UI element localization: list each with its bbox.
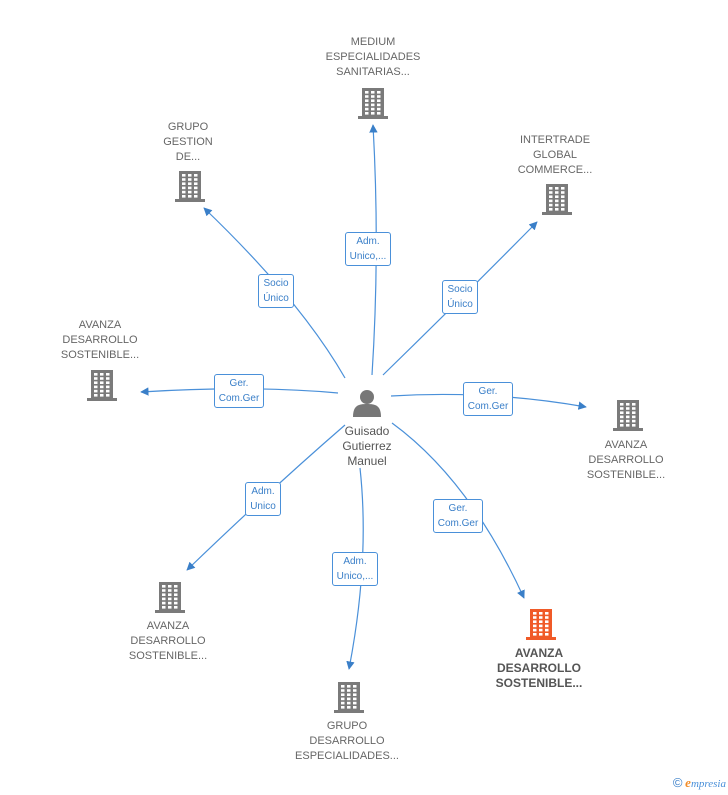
edge-line [391,422,525,599]
company-name-line: DESARROLLO [130,635,206,647]
empresia-watermark: © empresia [673,775,726,791]
company-name-line: SOSTENIBLE... [586,469,666,481]
relation-label-line: Com.Ger [467,401,509,412]
brand-name: mpresia [690,778,726,790]
relation-label-line: Unico,... [336,571,374,582]
brand-initial: e [685,775,691,790]
company-name-line: ESPECIALIDADES... [295,750,399,762]
person-name-line: Gutierrez [342,439,392,453]
building-icon[interactable] [334,682,364,713]
company-name-line: INTERTRADE [519,134,591,146]
relation-label-line: Unico [250,501,276,512]
relation-label[interactable]: Adm. Unico,... [331,552,379,586]
company-name[interactable]: MEDIUM ESPECIALIDADES SANITARIAS... [313,35,433,80]
building-icon[interactable] [526,609,556,640]
company-name-line: SOSTENIBLE... [495,676,583,690]
relation-label-line: Único [447,299,473,310]
company-name[interactable]: AVANZA DESARROLLO SOSTENIBLE... [108,619,228,664]
company-name[interactable]: GRUPO GESTION DE... [128,120,248,165]
building-icon[interactable] [542,184,572,215]
relation-label[interactable]: Adm. Unico,... [344,232,392,266]
company-name-line: GLOBAL [532,149,578,161]
relation-label-line: Socio [263,278,289,289]
company-name-line: DE... [175,151,201,163]
person-name-line: Guisado [344,424,390,438]
relation-label[interactable]: Ger. Com.Ger [432,499,484,533]
company-name-line: ESPECIALIDADES [325,51,421,63]
building-icon[interactable] [358,88,388,119]
company-name-line: DESARROLLO [588,454,664,466]
building-icon[interactable] [87,370,117,401]
relation-label-line: Único [263,293,289,304]
company-name-line: SOSTENIBLE... [128,650,208,662]
person-icon[interactable] [353,390,381,417]
company-name-line: GESTION [163,136,213,148]
relation-label-line: Com.Ger [218,393,260,404]
relation-label-line: Unico,... [349,251,387,262]
company-name[interactable]: AVANZA DESARROLLO SOSTENIBLE... [40,318,160,363]
relation-label[interactable]: Ger. Com.Ger [462,382,514,416]
company-name[interactable]: INTERTRADE GLOBAL COMMERCE... [495,133,615,178]
building-icon[interactable] [613,400,643,431]
copyright-symbol: © [672,775,683,790]
company-name-line: GRUPO [326,720,368,732]
company-name-line: MEDIUM [350,36,396,48]
company-name-line: DESARROLLO [62,334,138,346]
company-name[interactable]: AVANZA DESARROLLO SOSTENIBLE... [566,438,686,483]
company-name-line: GRUPO [167,121,209,133]
relation-label-line: Adm. [251,486,275,497]
person-name-line: Manuel [347,454,387,468]
company-name-line: AVANZA [604,439,648,451]
company-name-line: AVANZA [514,646,564,660]
company-name-line: SANITARIAS... [336,66,410,78]
company-name-line: COMMERCE... [517,164,593,176]
relation-label-line: Adm. [356,236,380,247]
company-name-line: DESARROLLO [497,661,581,675]
building-icon[interactable] [175,171,205,202]
company-name-line: AVANZA [146,620,190,632]
building-icon[interactable] [155,582,185,613]
company-name[interactable]: GRUPO DESARROLLO ESPECIALIDADES... [287,719,407,764]
relation-label[interactable]: Ger. Com.Ger [213,374,265,408]
relation-label-line: Ger. [448,503,468,514]
relation-label-line: Adm. [343,556,367,567]
company-name-line: SOSTENIBLE... [60,349,140,361]
relation-label-line: Com.Ger [437,518,479,529]
company-name-line: DESARROLLO [309,735,385,747]
relation-label-line: Ger. [478,386,498,397]
relation-label-line: Socio [447,284,473,295]
relation-label-line: Ger. [229,378,249,389]
company-name-line: AVANZA [78,319,122,331]
relation-label[interactable]: Adm. Unico [245,482,281,516]
